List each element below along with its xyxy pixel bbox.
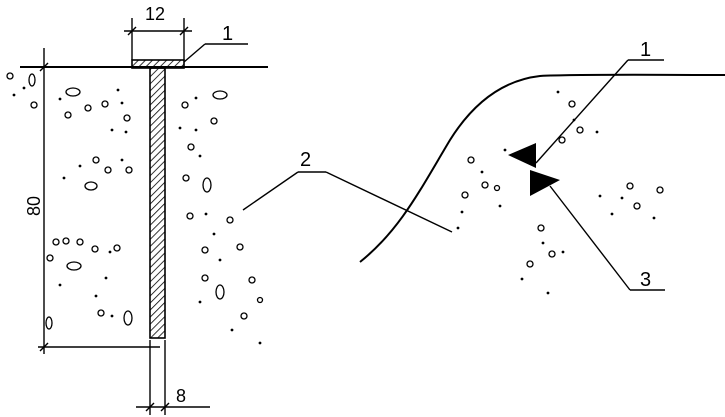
top-plate <box>131 59 185 69</box>
bottom-width-dimension: 8 <box>136 340 210 415</box>
soil-texture-right <box>456 90 664 295</box>
callout-3: 3 <box>549 185 665 291</box>
callout-1-right-label: 1 <box>640 39 651 61</box>
callout-2: 2 <box>242 149 453 233</box>
callout-2-label: 2 <box>300 149 311 171</box>
right-detail: 1 2 3 <box>242 39 725 295</box>
callout-1-left: 1 <box>183 23 248 63</box>
soil-texture-left <box>6 72 264 345</box>
slope-profile-line <box>359 73 725 263</box>
bottom-width-label: 8 <box>176 386 186 406</box>
depth-dimension: 80 <box>24 48 160 354</box>
top-width-dimension: 12 <box>124 4 192 60</box>
depth-label: 80 <box>24 196 44 216</box>
left-detail: 12 1 80 8 <box>6 4 268 415</box>
callout-1-right: 1 <box>535 39 664 164</box>
marker-lower-triangle <box>530 170 560 196</box>
marker-upper-triangle <box>508 143 536 168</box>
callout-3-label: 3 <box>640 269 651 291</box>
top-width-label: 12 <box>145 4 165 24</box>
vertical-stem <box>149 67 166 339</box>
callout-1-left-label: 1 <box>222 23 233 45</box>
